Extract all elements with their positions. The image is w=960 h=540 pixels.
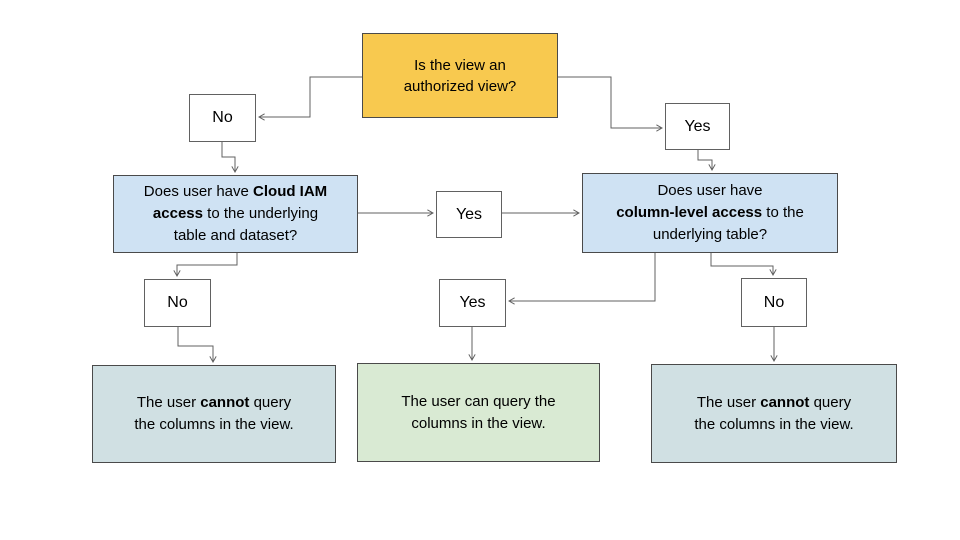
decision-iam-access-line1: Does user have Cloud IAM	[143, 183, 328, 200]
connector-iam-no-out	[173, 253, 238, 277]
connector-authorized-to-yes	[558, 76, 663, 132]
result-cannot-left-line1: The user cannot query	[136, 394, 292, 411]
result-can-query-line2: columns in the view.	[411, 414, 546, 432]
branch-label-no-top: No	[189, 94, 256, 142]
result-cannot-right-line1: The user cannot query	[696, 393, 852, 411]
decision-column-level-line3: underlying table?	[652, 226, 768, 243]
branch-label-yes-top-text: Yes	[684, 117, 711, 135]
decision-authorized-view: Is the view an authorized view?	[362, 33, 558, 118]
result-can-query-line1: The user can query the	[401, 392, 556, 410]
decision-authorized-view-line1: Is the view an	[414, 56, 506, 74]
decision-column-level-access: Does user have column-level access to th…	[582, 173, 838, 253]
connector-authorized-to-no	[258, 76, 362, 121]
branch-label-yes-mid-text: Yes	[455, 205, 483, 223]
connector-yes-to-column-question	[697, 150, 716, 171]
result-cannot-query-left: The user cannot query the columns in the…	[92, 365, 336, 463]
decision-column-level-line1: Does user have	[657, 182, 763, 199]
branch-label-yes-top: Yes	[665, 103, 730, 150]
connector-no-to-cannot-left	[177, 327, 217, 363]
connector-column-yes-out	[508, 253, 656, 305]
connector-no-to-iam-question	[221, 142, 239, 173]
branch-label-yes-mid: Yes	[436, 191, 502, 238]
branch-label-no-lower-right-text: No	[763, 293, 785, 311]
branch-label-no-top-text: No	[212, 109, 233, 126]
decision-iam-access: Does user have Cloud IAM access to the u…	[113, 175, 358, 253]
decision-iam-access-line2: access to the underlying	[152, 205, 319, 222]
result-can-query: The user can query the columns in the vi…	[357, 363, 600, 462]
result-cannot-right-line2: the columns in the view.	[694, 415, 854, 433]
branch-label-no-lower-right: No	[741, 278, 807, 327]
branch-label-yes-lower: Yes	[439, 279, 506, 327]
decision-iam-access-line3: table and dataset?	[173, 227, 298, 244]
result-cannot-left-line2: the columns in the view.	[134, 416, 294, 433]
decision-authorized-view-line2: authorized view?	[403, 77, 517, 95]
connector-column-no-out	[710, 253, 777, 276]
branch-label-no-lower-left-text: No	[167, 294, 188, 311]
branch-label-no-lower-left: No	[144, 279, 211, 327]
branch-label-yes-lower-text: Yes	[459, 294, 486, 311]
result-cannot-query-right: The user cannot query the columns in the…	[651, 364, 897, 463]
decision-column-level-line2: column-level access to the	[616, 204, 804, 221]
